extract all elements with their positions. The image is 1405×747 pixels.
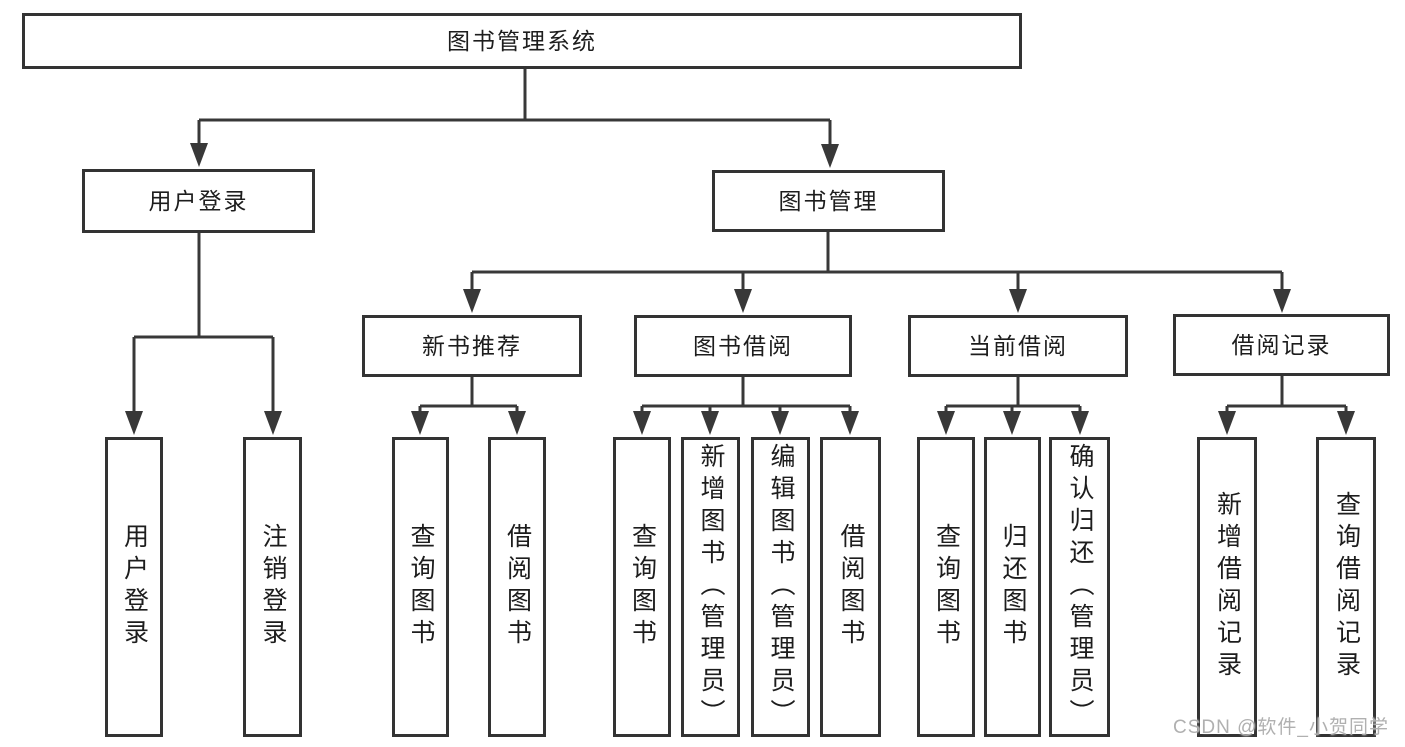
- leaf-query-books-recommend-label: 查询图书: [407, 523, 435, 651]
- arrowhead: [508, 411, 526, 435]
- leaf-borrow-books-recommend: 借阅图书: [488, 437, 546, 737]
- leaf-add-book-admin: 新增图书（管理员）: [681, 437, 740, 737]
- arrowhead: [1009, 289, 1027, 313]
- leaf-query-books-borrow-label: 查询图书: [628, 523, 657, 651]
- leaf-borrow-books-borrow-label: 借阅图书: [837, 523, 865, 651]
- arrowhead: [1218, 411, 1236, 435]
- arrowhead: [937, 411, 955, 435]
- leaf-query-books-recommend: 查询图书: [392, 437, 449, 737]
- connector-records-to-leaves: [1225, 376, 1348, 413]
- leaf-borrow-books-recommend-label: 借阅图书: [503, 523, 532, 651]
- leaf-query-books-borrow: 查询图书: [613, 437, 671, 737]
- arrowhead: [771, 411, 789, 435]
- arrowhead: [821, 144, 839, 168]
- node-current-borrow: 当前借阅: [908, 315, 1128, 377]
- arrowhead: [1337, 411, 1355, 435]
- connector-bookmgmt-to-level2: [470, 232, 1284, 290]
- csdn-watermark: CSDN @软件_小贺同学: [1173, 717, 1389, 738]
- leaf-query-borrow-record: 查询借阅记录: [1316, 437, 1376, 737]
- leaf-query-books-current: 查询图书: [917, 437, 975, 737]
- leaf-return-books: 归还图书: [984, 437, 1041, 737]
- arrowhead: [190, 143, 208, 167]
- node-user-login-label: 用户登录: [148, 187, 249, 214]
- leaf-edit-book-admin-label: 编辑图书（管理员）: [767, 443, 795, 731]
- node-book-borrow-label: 图书借阅: [693, 332, 793, 359]
- arrowhead: [633, 411, 651, 435]
- leaf-add-book-admin-label: 新增图书（管理员）: [697, 443, 725, 731]
- arrowhead: [1273, 289, 1291, 313]
- node-current-borrow-label: 当前借阅: [968, 332, 1068, 359]
- connector-bookborrow-to-leaves: [640, 377, 852, 413]
- node-borrow-records-label: 借阅记录: [1231, 331, 1332, 358]
- leaf-user-login: 用户登录: [105, 437, 163, 737]
- node-borrow-records: 借阅记录: [1173, 314, 1390, 376]
- arrowhead: [841, 411, 859, 435]
- node-book-management-label: 图书管理: [778, 187, 879, 214]
- arrowhead: [125, 411, 143, 435]
- node-root: 图书管理系统: [22, 13, 1022, 69]
- arrowhead: [1071, 411, 1089, 435]
- leaf-logout-label: 注销登录: [259, 523, 287, 651]
- leaf-query-borrow-record-label: 查询借阅记录: [1332, 491, 1361, 683]
- connector-newrec-to-leaves: [418, 377, 519, 413]
- leaf-edit-book-admin: 编辑图书（管理员）: [751, 437, 810, 737]
- connector-userlogin-to-leaves: [132, 233, 275, 413]
- arrowhead: [264, 411, 282, 435]
- leaf-add-borrow-record-label: 新增借阅记录: [1213, 491, 1242, 683]
- leaf-logout: 注销登录: [243, 437, 302, 737]
- leaf-confirm-return-admin-label: 确认归还（管理员）: [1066, 443, 1094, 731]
- arrowhead: [411, 411, 429, 435]
- node-book-management: 图书管理: [712, 170, 945, 232]
- connector-root-to-level1: [197, 69, 832, 146]
- leaf-confirm-return-admin: 确认归还（管理员）: [1049, 437, 1110, 737]
- node-root-label: 图书管理系统: [447, 27, 597, 54]
- node-user-login: 用户登录: [82, 169, 315, 233]
- node-book-borrow: 图书借阅: [634, 315, 852, 377]
- arrowhead: [701, 411, 719, 435]
- leaf-user-login-label: 用户登录: [120, 523, 149, 651]
- arrowhead: [1003, 411, 1021, 435]
- leaf-query-books-current-label: 查询图书: [932, 523, 961, 651]
- connector-currentborrow-to-leaves: [944, 377, 1082, 413]
- leaf-return-books-label: 归还图书: [999, 523, 1027, 651]
- leaf-borrow-books-borrow: 借阅图书: [820, 437, 881, 737]
- leaf-add-borrow-record: 新增借阅记录: [1197, 437, 1257, 737]
- node-new-book-recommend: 新书推荐: [362, 315, 582, 377]
- arrowhead: [734, 289, 752, 313]
- node-new-book-recommend-label: 新书推荐: [422, 332, 522, 359]
- arrowhead: [463, 289, 481, 313]
